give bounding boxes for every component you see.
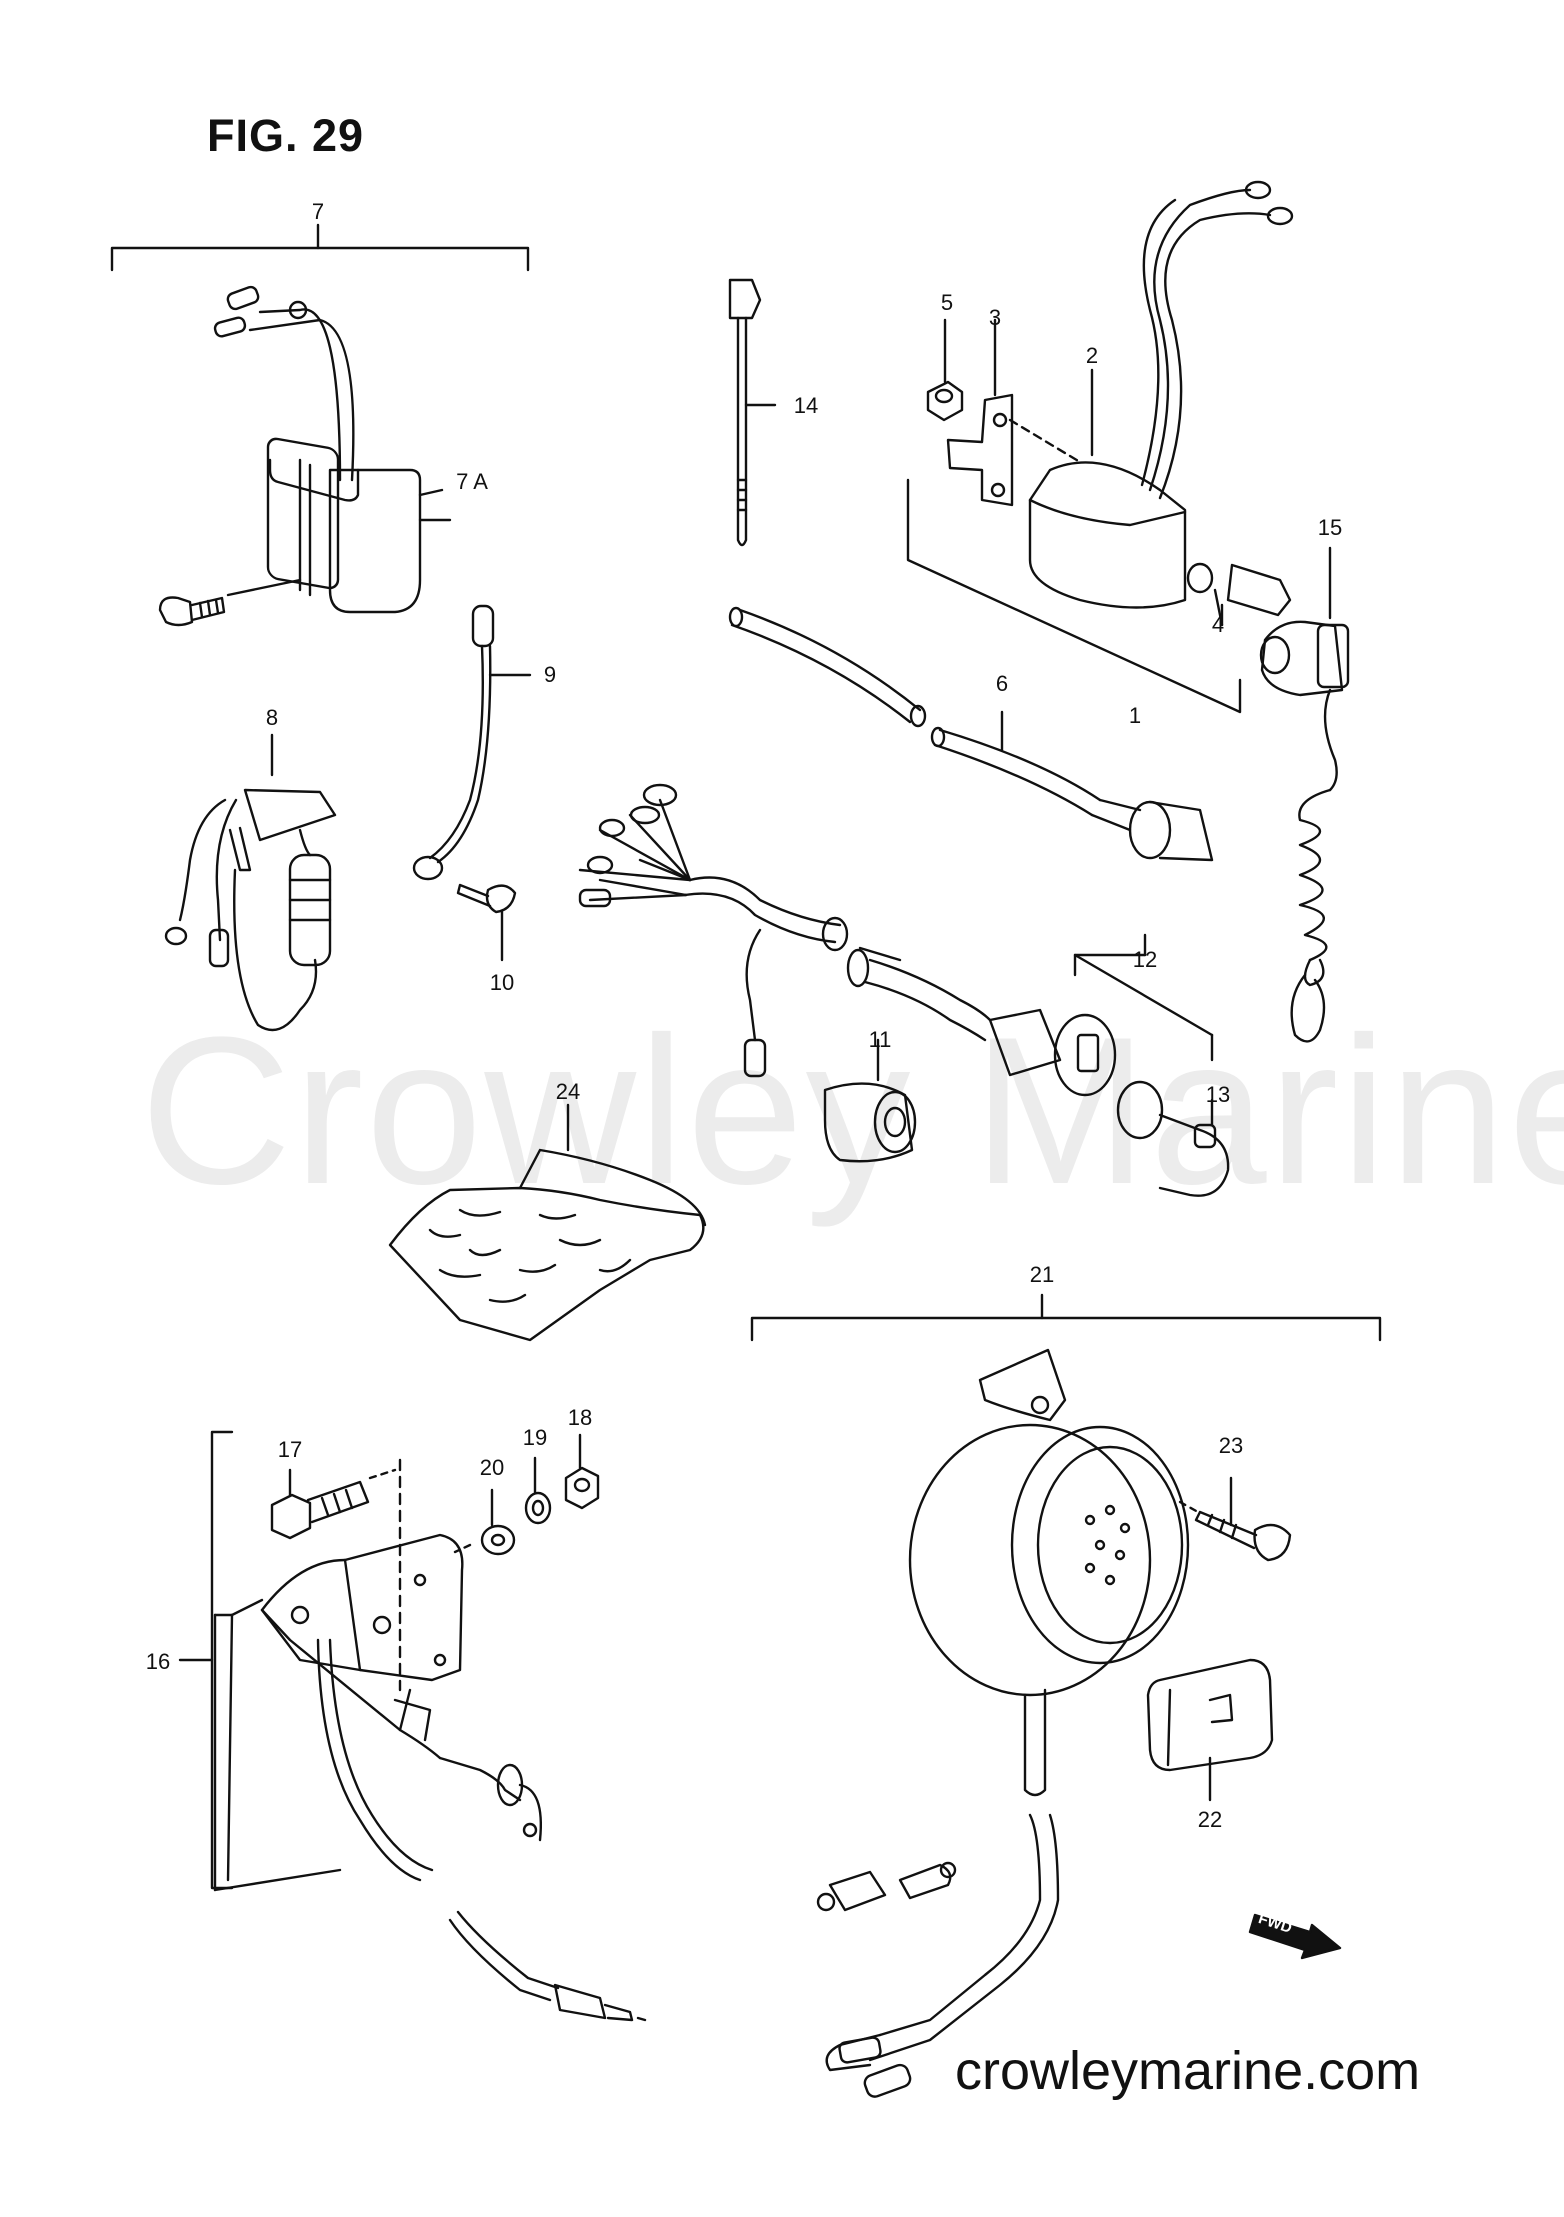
callout-17: 17 <box>277 1437 303 1462</box>
part-tube-6 <box>728 606 1214 862</box>
part-bracket-3 <box>946 318 1014 507</box>
callout-1: 1 <box>1128 703 1142 728</box>
part-screw-23 <box>1178 1476 1292 1562</box>
part-grommet-11 <box>823 1038 917 1163</box>
bracket-21 <box>750 1293 1382 1342</box>
bracket-12 <box>1073 933 1214 1062</box>
part-washer-4 <box>1186 562 1292 627</box>
part-washer-20 <box>453 1488 516 1556</box>
callout-21: 21 <box>1029 1262 1055 1287</box>
callout-24: 24 <box>555 1079 581 1104</box>
part-stop-switch-15 <box>1259 546 1350 1043</box>
part-main-harness <box>578 783 1117 1097</box>
part-clip-22 <box>1146 1658 1274 1802</box>
figure-title: FIG. 29 <box>207 110 365 161</box>
callout-14: 14 <box>793 393 819 418</box>
part-bolt-17 <box>270 1468 397 1540</box>
part-relay-2 <box>1008 180 1294 609</box>
part-lead-wire-9 <box>412 604 532 881</box>
part-washer-19 <box>524 1456 552 1525</box>
callout-5: 5 <box>940 290 954 315</box>
callout-13: 13 <box>1205 1082 1231 1107</box>
callout-3: 3 <box>988 305 1002 330</box>
callout-7a: 7 A <box>456 469 488 494</box>
part-switch-16 <box>213 1458 647 2022</box>
part-regulator-7a <box>158 285 452 627</box>
bracket-7 <box>110 223 530 272</box>
website-footer: crowleymarine.com <box>955 2041 1421 2101</box>
part-nut-5 <box>926 318 964 422</box>
callout-6: 6 <box>995 671 1009 696</box>
callout-19: 19 <box>522 1425 548 1450</box>
callout-4: 4 <box>1211 612 1225 637</box>
callout-8: 8 <box>265 705 279 730</box>
callout-18: 18 <box>567 1405 593 1430</box>
part-nut-18 <box>564 1433 600 1510</box>
callout-2: 2 <box>1085 343 1099 368</box>
callout-7: 7 <box>311 199 325 224</box>
callout-10: 10 <box>489 970 515 995</box>
bracket-1 <box>906 478 1242 714</box>
part-screw-10 <box>456 883 517 962</box>
bracket-16 <box>178 1430 234 1890</box>
callout-23: 23 <box>1218 1433 1244 1458</box>
part-cable-tie-14 <box>728 278 777 547</box>
callout-20: 20 <box>479 1455 505 1480</box>
part-cap-13 <box>1116 1080 1230 1197</box>
part-buzzer-21 <box>816 1348 1190 2098</box>
part-bag-24 <box>388 1103 707 1342</box>
callout-15: 15 <box>1317 515 1343 540</box>
callout-22: 22 <box>1197 1807 1223 1832</box>
callout-11: 11 <box>868 1027 892 1052</box>
watermark-text: Crowley Marine <box>140 993 1564 1228</box>
callout-12: 12 <box>1132 947 1158 972</box>
callout-9: 9 <box>543 662 557 687</box>
callout-16: 16 <box>145 1649 171 1674</box>
part-harness-8 <box>164 733 337 1032</box>
fwd-arrow-icon <box>1248 1913 1342 1960</box>
